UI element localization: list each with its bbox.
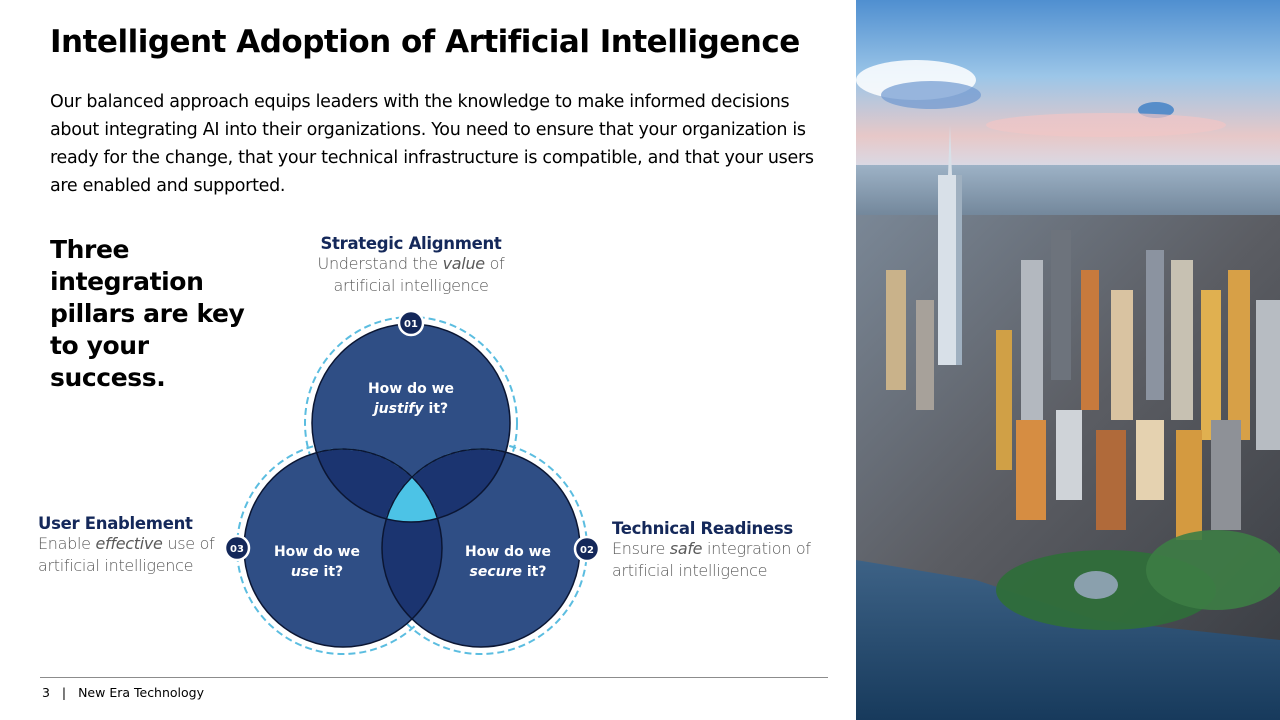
- user-enablement-label: User Enablement Enable effective use of …: [38, 514, 218, 577]
- user-enablement-desc: Enable effective use of artificial intel…: [38, 534, 215, 575]
- footer-separator: |: [61, 685, 67, 700]
- footer-divider: [40, 677, 828, 678]
- user-question-line2: use it?: [291, 564, 343, 580]
- strategic-alignment-title: Strategic Alignment: [320, 234, 502, 253]
- user-enablement-title: User Enablement: [38, 514, 193, 533]
- badge-03: 03: [223, 534, 251, 562]
- technical-readiness-title: Technical Readiness: [612, 519, 793, 538]
- company-name: New Era Technology: [78, 685, 205, 700]
- svg-text:01: 01: [404, 319, 418, 330]
- overlap-strategic-user: [312, 449, 442, 522]
- user-question-line1: How do we: [274, 544, 360, 560]
- overlap-strategic-technical: [382, 449, 510, 522]
- slide-title: Intelligent Adoption of Artificial Intel…: [50, 24, 800, 60]
- technical-readiness-desc: Ensure safe integration of artificial in…: [612, 539, 811, 580]
- badge-01: 01: [397, 309, 425, 337]
- technical-question-line1: How do we: [465, 544, 551, 560]
- city-skyline-photo: [856, 0, 1280, 720]
- strategic-alignment-desc: Understand the value of artificial intel…: [317, 254, 505, 295]
- pillars-heading: Three integration pillars are key to you…: [50, 235, 245, 392]
- strategic-question-line1: How do we: [368, 381, 454, 397]
- technical-question-line2: secure it?: [470, 564, 547, 580]
- footer: 3 | New Era Technology: [42, 685, 204, 700]
- strategic-question-line2: justify it?: [372, 401, 448, 417]
- badge-02: 02: [573, 535, 601, 563]
- technical-readiness-label: Technical Readiness Ensure safe integrat…: [612, 519, 822, 582]
- svg-text:02: 02: [580, 545, 594, 556]
- venn-diagram: How do we justify it? How do we use it? …: [223, 309, 601, 655]
- strategic-alignment-label: Strategic Alignment Understand the value…: [300, 234, 522, 297]
- page-number: 3: [42, 685, 50, 700]
- svg-text:03: 03: [230, 544, 244, 555]
- intro-paragraph: Our balanced approach equips leaders wit…: [50, 92, 814, 196]
